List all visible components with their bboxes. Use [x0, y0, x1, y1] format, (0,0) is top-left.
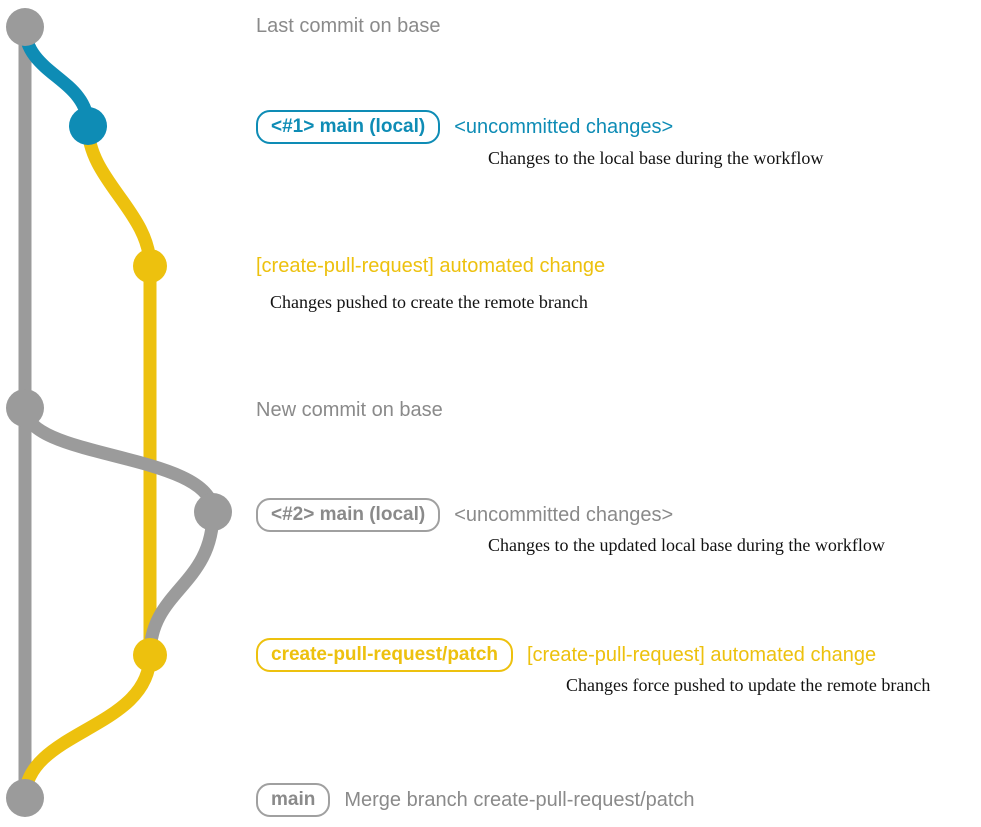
commit-node-last-commit-on-base[interactable]	[6, 8, 44, 46]
commit-note-local-uncommitted-1: Changes to the local base during the wor…	[488, 148, 824, 168]
edge-local-2-to-patch-2	[143, 505, 220, 662]
edge-patch-2-to-merge	[18, 648, 157, 805]
commit-note-automated-change-2: Changes force pushed to update the remot…	[566, 675, 931, 695]
commit-subject-local-uncommitted-1: <uncommitted changes>	[454, 116, 674, 138]
row-merge-commit: main Merge branch create-pull-request/pa…	[256, 783, 695, 817]
commit-note-local-uncommitted-2: Changes to the updated local base during…	[488, 535, 885, 555]
edge-base-to-local-2	[18, 401, 220, 519]
commit-note-automated-change-1: Changes pushed to create the remote bran…	[270, 292, 588, 312]
commit-subject-automated-change-1: [create-pull-request] automated change	[256, 255, 606, 277]
edge-local-1-to-patch-1	[81, 119, 157, 273]
commit-node-automated-change-2[interactable]	[133, 638, 167, 672]
row-local-uncommitted-1: <#1> main (local) <uncommitted changes>	[256, 110, 673, 144]
row-label-last-commit-on-base: Last commit on base	[256, 15, 441, 37]
row-local-uncommitted-2: <#2> main (local) <uncommitted changes>	[256, 498, 673, 532]
row-label-new-commit-on-base: New commit on base	[256, 399, 443, 421]
row-automated-change-1: [create-pull-request] automated change	[256, 256, 605, 276]
ref-pill-create-pull-request-patch[interactable]: create-pull-request/patch	[256, 638, 513, 672]
row-automated-change-2: create-pull-request/patch [create-pull-r…	[256, 638, 876, 672]
commit-node-local-uncommitted-1[interactable]	[69, 107, 107, 145]
ref-pill-main[interactable]: main	[256, 783, 331, 817]
commit-subject-merge-commit: Merge branch create-pull-request/patch	[344, 789, 695, 811]
commit-node-local-uncommitted-2[interactable]	[194, 493, 232, 531]
ref-pill-main-local-2[interactable]: <#2> main (local)	[256, 498, 441, 532]
commit-subject-local-uncommitted-2: <uncommitted changes>	[454, 504, 674, 526]
commit-subject-automated-change-2: [create-pull-request] automated change	[527, 644, 877, 666]
commit-node-new-commit-on-base[interactable]	[6, 389, 44, 427]
ref-pill-main-local-1[interactable]: <#1> main (local)	[256, 110, 441, 144]
commit-node-merge-commit[interactable]	[6, 779, 44, 817]
commit-node-automated-change-1[interactable]	[133, 249, 167, 283]
